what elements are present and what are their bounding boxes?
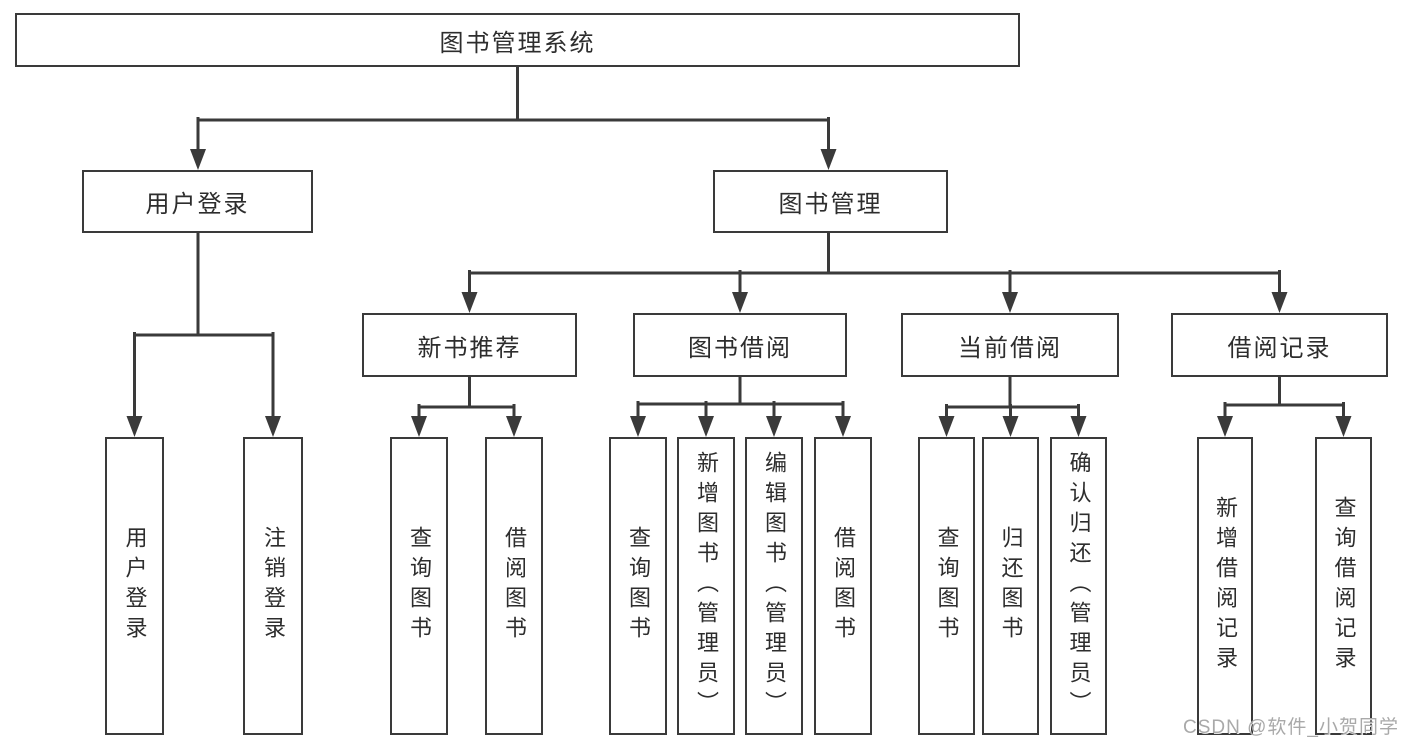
node-current-borrowing: 当前借阅 — [901, 313, 1119, 377]
node-new-book-recommendation: 新书推荐 — [362, 313, 577, 377]
leaf-query-books-borrowing: 查询图书 — [609, 437, 667, 735]
csdn-watermark: CSDN @软件_小贺同学 — [1183, 717, 1399, 738]
leaf-return-books: 归还图书 — [982, 437, 1039, 735]
node-library-management-system: 图书管理系统 — [15, 13, 1020, 67]
node-borrowing-records: 借阅记录 — [1171, 313, 1388, 377]
node-book-management: 图书管理 — [713, 170, 948, 233]
leaf-edit-books-admin: 编辑图书（管理员） — [745, 437, 803, 735]
leaf-user-login: 用户登录 — [105, 437, 164, 735]
node-user-login: 用户登录 — [82, 170, 313, 233]
connector-segments — [133, 65, 1345, 421]
leaf-query-borrow-record: 查询借阅记录 — [1315, 437, 1372, 735]
arrowheads — [126, 149, 1352, 437]
node-book-borrowing: 图书借阅 — [633, 313, 847, 377]
leaf-query-books-recommend: 查询图书 — [390, 437, 448, 735]
leaf-confirm-return-admin: 确认归还（管理员） — [1050, 437, 1107, 735]
leaf-borrow-books-borrowing: 借阅图书 — [814, 437, 872, 735]
leaf-query-books-current: 查询图书 — [918, 437, 975, 735]
leaf-borrow-books-recommend: 借阅图书 — [485, 437, 543, 735]
leaf-logout-login: 注销登录 — [243, 437, 303, 735]
leaf-add-books-admin: 新增图书（管理员） — [677, 437, 735, 735]
leaf-add-borrow-record: 新增借阅记录 — [1197, 437, 1253, 735]
